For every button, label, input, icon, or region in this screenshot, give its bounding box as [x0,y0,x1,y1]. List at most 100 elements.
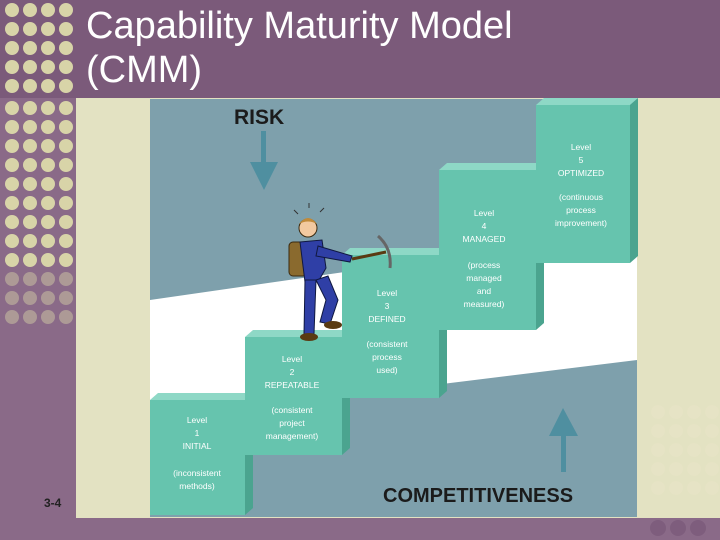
decorative-dot [41,139,55,153]
step-front-face [536,105,630,263]
decorative-dot [23,139,37,153]
decorative-dot [59,272,73,286]
step-level-number: 1 [195,428,200,438]
decorative-dot [41,60,55,74]
decorative-dot [669,481,683,495]
decorative-dot [5,272,19,286]
decorative-dot [669,443,683,457]
decorative-dot [5,3,19,17]
step-description-line: (consistent [271,405,313,415]
decorative-dot [23,215,37,229]
step-level-word: Level [282,354,302,364]
step-description-line: project [279,418,305,428]
decorative-dot [5,234,19,248]
slide-title-line-2: (CMM) [86,49,203,91]
climber-effort-marks [293,203,325,215]
decorative-dot [690,520,706,536]
decorative-dot [59,41,73,55]
decorative-dot [23,22,37,36]
step-description-line: management) [266,431,319,441]
step-front-face [245,337,342,455]
step-level-number: 2 [290,367,295,377]
maturity-steps: Level1INITIAL(inconsistentmethods)Level2… [150,98,638,515]
right-decorative-dots [650,405,719,536]
decorative-dot [41,101,55,115]
step-description-line: measured) [464,299,505,309]
maturity-step-level-5: Level5OPTIMIZED(continuousprocessimprove… [536,98,638,263]
climber-arm [315,245,353,263]
slide-title-line-1: Capability Maturity Model [86,5,513,47]
decorative-dot [687,462,701,476]
decorative-dot [59,177,73,191]
step-front-face [342,255,439,398]
decorative-dot [41,22,55,36]
decorative-dot [41,196,55,210]
bottom-band [0,518,720,540]
decorative-dot [705,443,719,457]
decorative-dot [59,253,73,267]
risk-label: RISK [234,106,284,129]
decorative-dot [59,60,73,74]
step-description-line: managed [466,273,502,283]
slide-title: Capability Maturity Model (CMM) [86,4,686,92]
step-side-face [630,98,638,263]
decorative-dot [687,405,701,419]
decorative-dot [59,139,73,153]
step-description-line: (inconsistent [173,468,221,478]
step-level-number: 4 [482,221,487,231]
decorative-dot [23,120,37,134]
competitiveness-label: COMPETITIVENESS [383,485,573,507]
decorative-dot [59,215,73,229]
left-band [0,98,76,540]
decorative-dot [5,196,19,210]
step-front-face [150,400,245,515]
decorative-dot [59,234,73,248]
decorative-dot [41,79,55,93]
pickaxe-handle [351,250,387,261]
step-level-word: Level [187,415,207,425]
climber-body [299,239,327,283]
decorative-dot [41,177,55,191]
decorative-dot [5,22,19,36]
decorative-dot [5,215,19,229]
climber-hair [299,218,317,224]
decorative-dot [651,481,665,495]
decorative-dot [23,272,37,286]
decorative-dot [41,215,55,229]
decorative-dot [5,41,19,55]
step-level-word: Level [474,208,494,218]
step-description-line: methods) [179,481,215,491]
step-description-line: process [566,205,596,215]
risk-arrow [250,131,278,190]
step-description-line: improvement) [555,218,607,228]
decorative-dot [5,60,19,74]
decorative-dot [669,424,683,438]
decorative-dot [705,462,719,476]
step-level-word: Level [571,142,591,152]
decorative-dot [705,424,719,438]
step-description-line: and [477,286,491,296]
title-decorative-dots [5,3,73,93]
decorative-dot [705,405,719,419]
decorative-dot [59,310,73,324]
decorative-dot [669,462,683,476]
decorative-dot [23,291,37,305]
decorative-dot [651,462,665,476]
competitiveness-arrow [549,408,578,472]
step-level-name: REPEATABLE [265,380,320,390]
decorative-dot [669,405,683,419]
decorative-dot [5,291,19,305]
climber-left-leg [303,279,317,335]
decorative-dot [23,310,37,324]
decorative-dot [5,158,19,172]
decorative-dot [5,253,19,267]
step-description-line: used) [376,365,397,375]
decorative-dot [23,253,37,267]
step-top-face [245,330,350,337]
decorative-dot [651,443,665,457]
pickaxe-head [376,234,392,269]
step-level-name: OPTIMIZED [558,168,604,178]
